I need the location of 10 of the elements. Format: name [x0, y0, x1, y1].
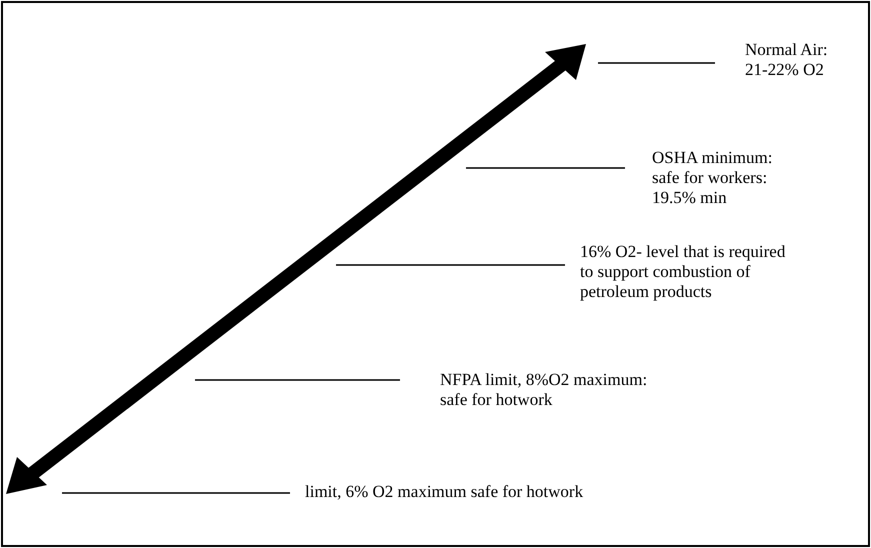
leader-line	[336, 264, 565, 266]
leader-line	[466, 167, 625, 169]
annotation-text: OSHA minimum: safe for workers: 19.5% min	[652, 148, 774, 208]
annotation-text: 16% O2- level that is required to support combustion of petroleum products	[580, 242, 786, 302]
leader-line	[598, 62, 715, 64]
leader-line	[195, 379, 400, 381]
annotation-text: Normal Air: 21-22% O2	[745, 40, 829, 80]
annotation-text: NFPA limit, 8%O2 maximum: safe for hotwork	[440, 370, 648, 410]
annotation-text: limit, 6% O2 maximum safe for hotwork	[305, 482, 584, 502]
leader-line	[62, 492, 290, 494]
